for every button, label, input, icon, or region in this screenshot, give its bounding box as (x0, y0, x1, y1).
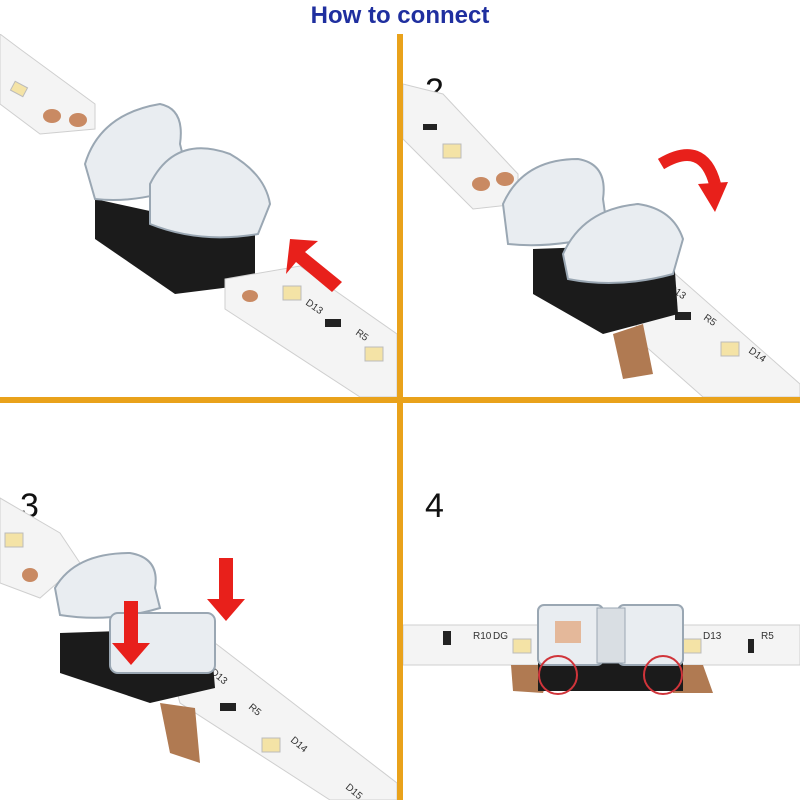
led-strip-left: R10 DG (403, 624, 564, 693)
rotate-arrow-icon (657, 149, 728, 212)
connector (83, 102, 272, 294)
step-1-illustration: D13 R5 (0, 34, 397, 397)
arrow-down-icon (112, 601, 150, 665)
strip-label: R10 (473, 631, 492, 642)
horizontal-divider (0, 397, 800, 403)
step-3-panel: 3 D13 R5 D14 D15 (0, 403, 397, 800)
step-4-illustration: R10 DG D13 R5 (403, 604, 800, 695)
vertical-divider (397, 34, 403, 800)
step-1-panel: D13 R5 (0, 34, 397, 397)
step-3-illustration: D13 R5 D14 D15 (0, 497, 397, 800)
strip-label: R5 (761, 631, 774, 642)
led-strip-upper (0, 34, 96, 135)
page-title: How to connect (310, 2, 490, 29)
strip-label: DG (493, 631, 508, 642)
connector (537, 604, 684, 691)
highlight-circle-icon (538, 655, 683, 695)
led-strip-lower: D13 R5 (224, 265, 397, 397)
arrow-down-icon (207, 558, 245, 621)
connector (501, 157, 685, 379)
led-strip-upper (403, 83, 519, 210)
strip-label: D13 (703, 631, 722, 642)
step-number: 4 (425, 487, 444, 525)
step-2-illustration: D13 R5 D14 (403, 83, 800, 397)
arrow-right-left-icon (286, 239, 342, 292)
step-4-panel: 4 R10 DG D13 R5 (403, 403, 800, 800)
led-strip-lower: D13 R5 D14 D15 (160, 642, 397, 800)
step-2-panel: 2 D13 R5 D14 (403, 34, 800, 397)
